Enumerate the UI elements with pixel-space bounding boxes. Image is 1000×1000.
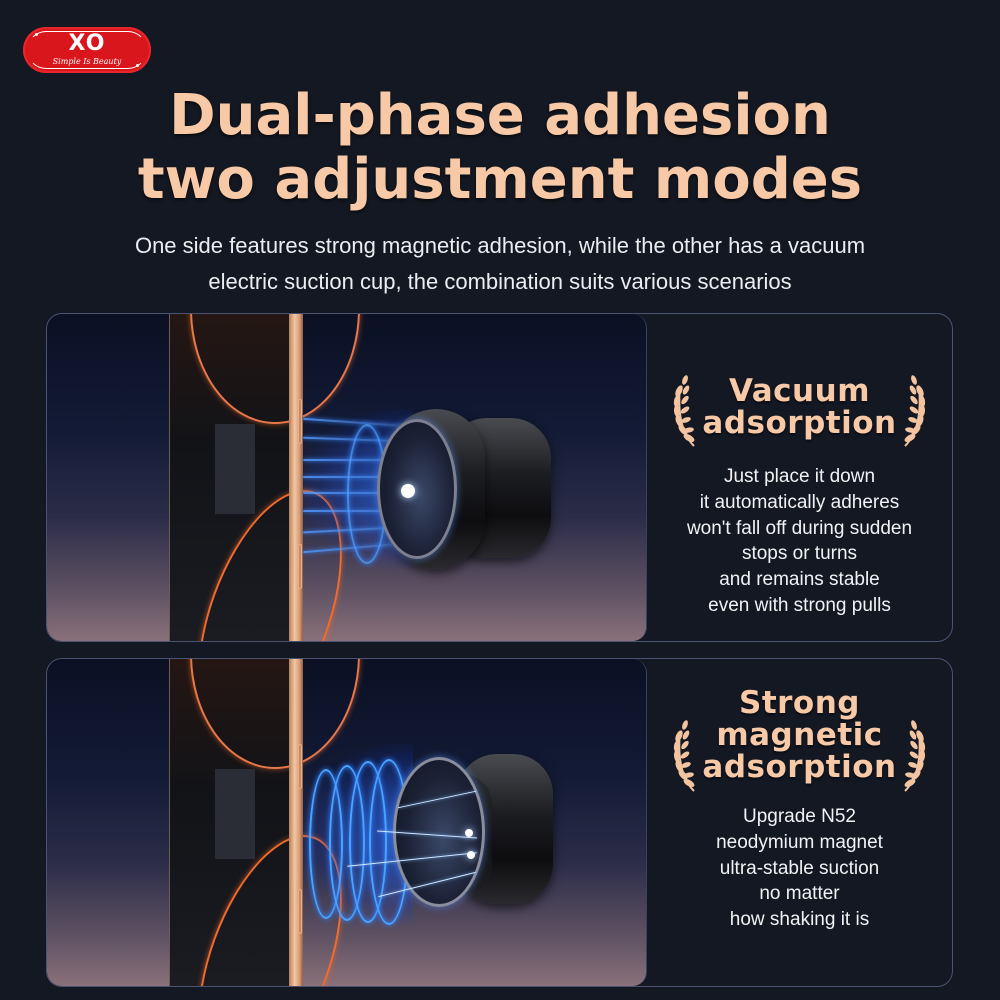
description-line: Just place it down — [723, 466, 876, 487]
laurel-left-icon — [674, 720, 696, 792]
phone-side-button — [298, 889, 302, 934]
phone-screen — [169, 659, 371, 986]
vacuum-info-panel: Vacuum adsorption — [647, 314, 952, 641]
subtitle-line-2: electric suction cup, the combination su… — [208, 269, 792, 294]
feature-card-magnetic: Strong magnetic adsorption — [46, 658, 953, 987]
laurel-right-icon — [903, 720, 925, 792]
vacuum-illustration — [47, 314, 647, 641]
page-title: Dual-phase adhesion two adjustment modes — [0, 84, 1000, 212]
phone-frame — [289, 314, 303, 641]
magnetic-title-line: magnetic — [716, 717, 883, 753]
subtitle-line-1: One side features strong magnetic adhesi… — [134, 233, 866, 258]
title-line-2: two adjustment modes — [137, 147, 863, 212]
phone-side-button — [298, 399, 302, 444]
vacuum-badge: Vacuum adsorption — [647, 366, 952, 448]
description-line: neodymium magnet — [716, 831, 883, 853]
brand-logo: XO Simple Is Beauty — [23, 27, 151, 73]
vacuum-title: Vacuum adsorption — [702, 375, 896, 439]
logo-dot — [136, 64, 139, 67]
spark-glow — [465, 829, 473, 837]
laurel-right-icon — [903, 375, 925, 447]
vacuum-title-line: adsorption — [702, 405, 897, 441]
description-line: and remains stable — [719, 569, 880, 591]
logo-mark: XO — [68, 31, 106, 56]
logo-ring — [27, 31, 147, 69]
wallpaper-window — [215, 769, 255, 859]
phone-side-button — [298, 744, 302, 789]
suction-valve-icon — [401, 484, 415, 498]
description-line: it automatically adheres — [699, 491, 900, 513]
wallpaper-window — [215, 424, 255, 514]
magnetic-description: Upgrade N52 neodymium magnet ultra-stabl… — [647, 804, 952, 933]
suction-cup-face — [377, 419, 457, 559]
vacuum-title-line: Vacuum — [728, 373, 871, 409]
magnetic-title: Strong magnetic adsorption — [702, 687, 896, 783]
description-line: stops or turns — [741, 543, 858, 565]
description-line: no matter — [759, 883, 840, 905]
spark-glow — [467, 851, 475, 859]
phone-frame — [289, 659, 303, 986]
magnetic-info-panel: Strong magnetic adsorption — [647, 659, 952, 986]
logo-dot — [35, 33, 38, 36]
description-line: ultra-stable suction — [719, 857, 880, 879]
feature-card-vacuum: Vacuum adsorption — [46, 313, 953, 642]
magnetic-badge: Strong magnetic adsorption — [647, 677, 952, 793]
title-line-1: Dual-phase adhesion — [169, 83, 831, 148]
magnetic-title-line: adsorption — [702, 749, 897, 785]
description-line: how shaking it is — [729, 909, 870, 931]
description-line: even with strong pulls — [708, 594, 891, 616]
phone-screen — [169, 314, 371, 641]
page-subtitle: One side features strong magnetic adhesi… — [0, 228, 1000, 300]
logo-tagline: Simple Is Beauty — [52, 57, 122, 66]
wallpaper-arc — [190, 314, 360, 424]
laurel-left-icon — [674, 375, 696, 447]
phone-side-button — [298, 544, 302, 589]
magnetic-illustration — [47, 659, 647, 986]
magnetic-title-line: Strong — [739, 685, 860, 721]
description-line: won't fall off during sudden — [686, 517, 913, 539]
vacuum-description: Just place it down it automatically adhe… — [647, 464, 952, 619]
description-line: Upgrade N52 — [742, 806, 857, 827]
